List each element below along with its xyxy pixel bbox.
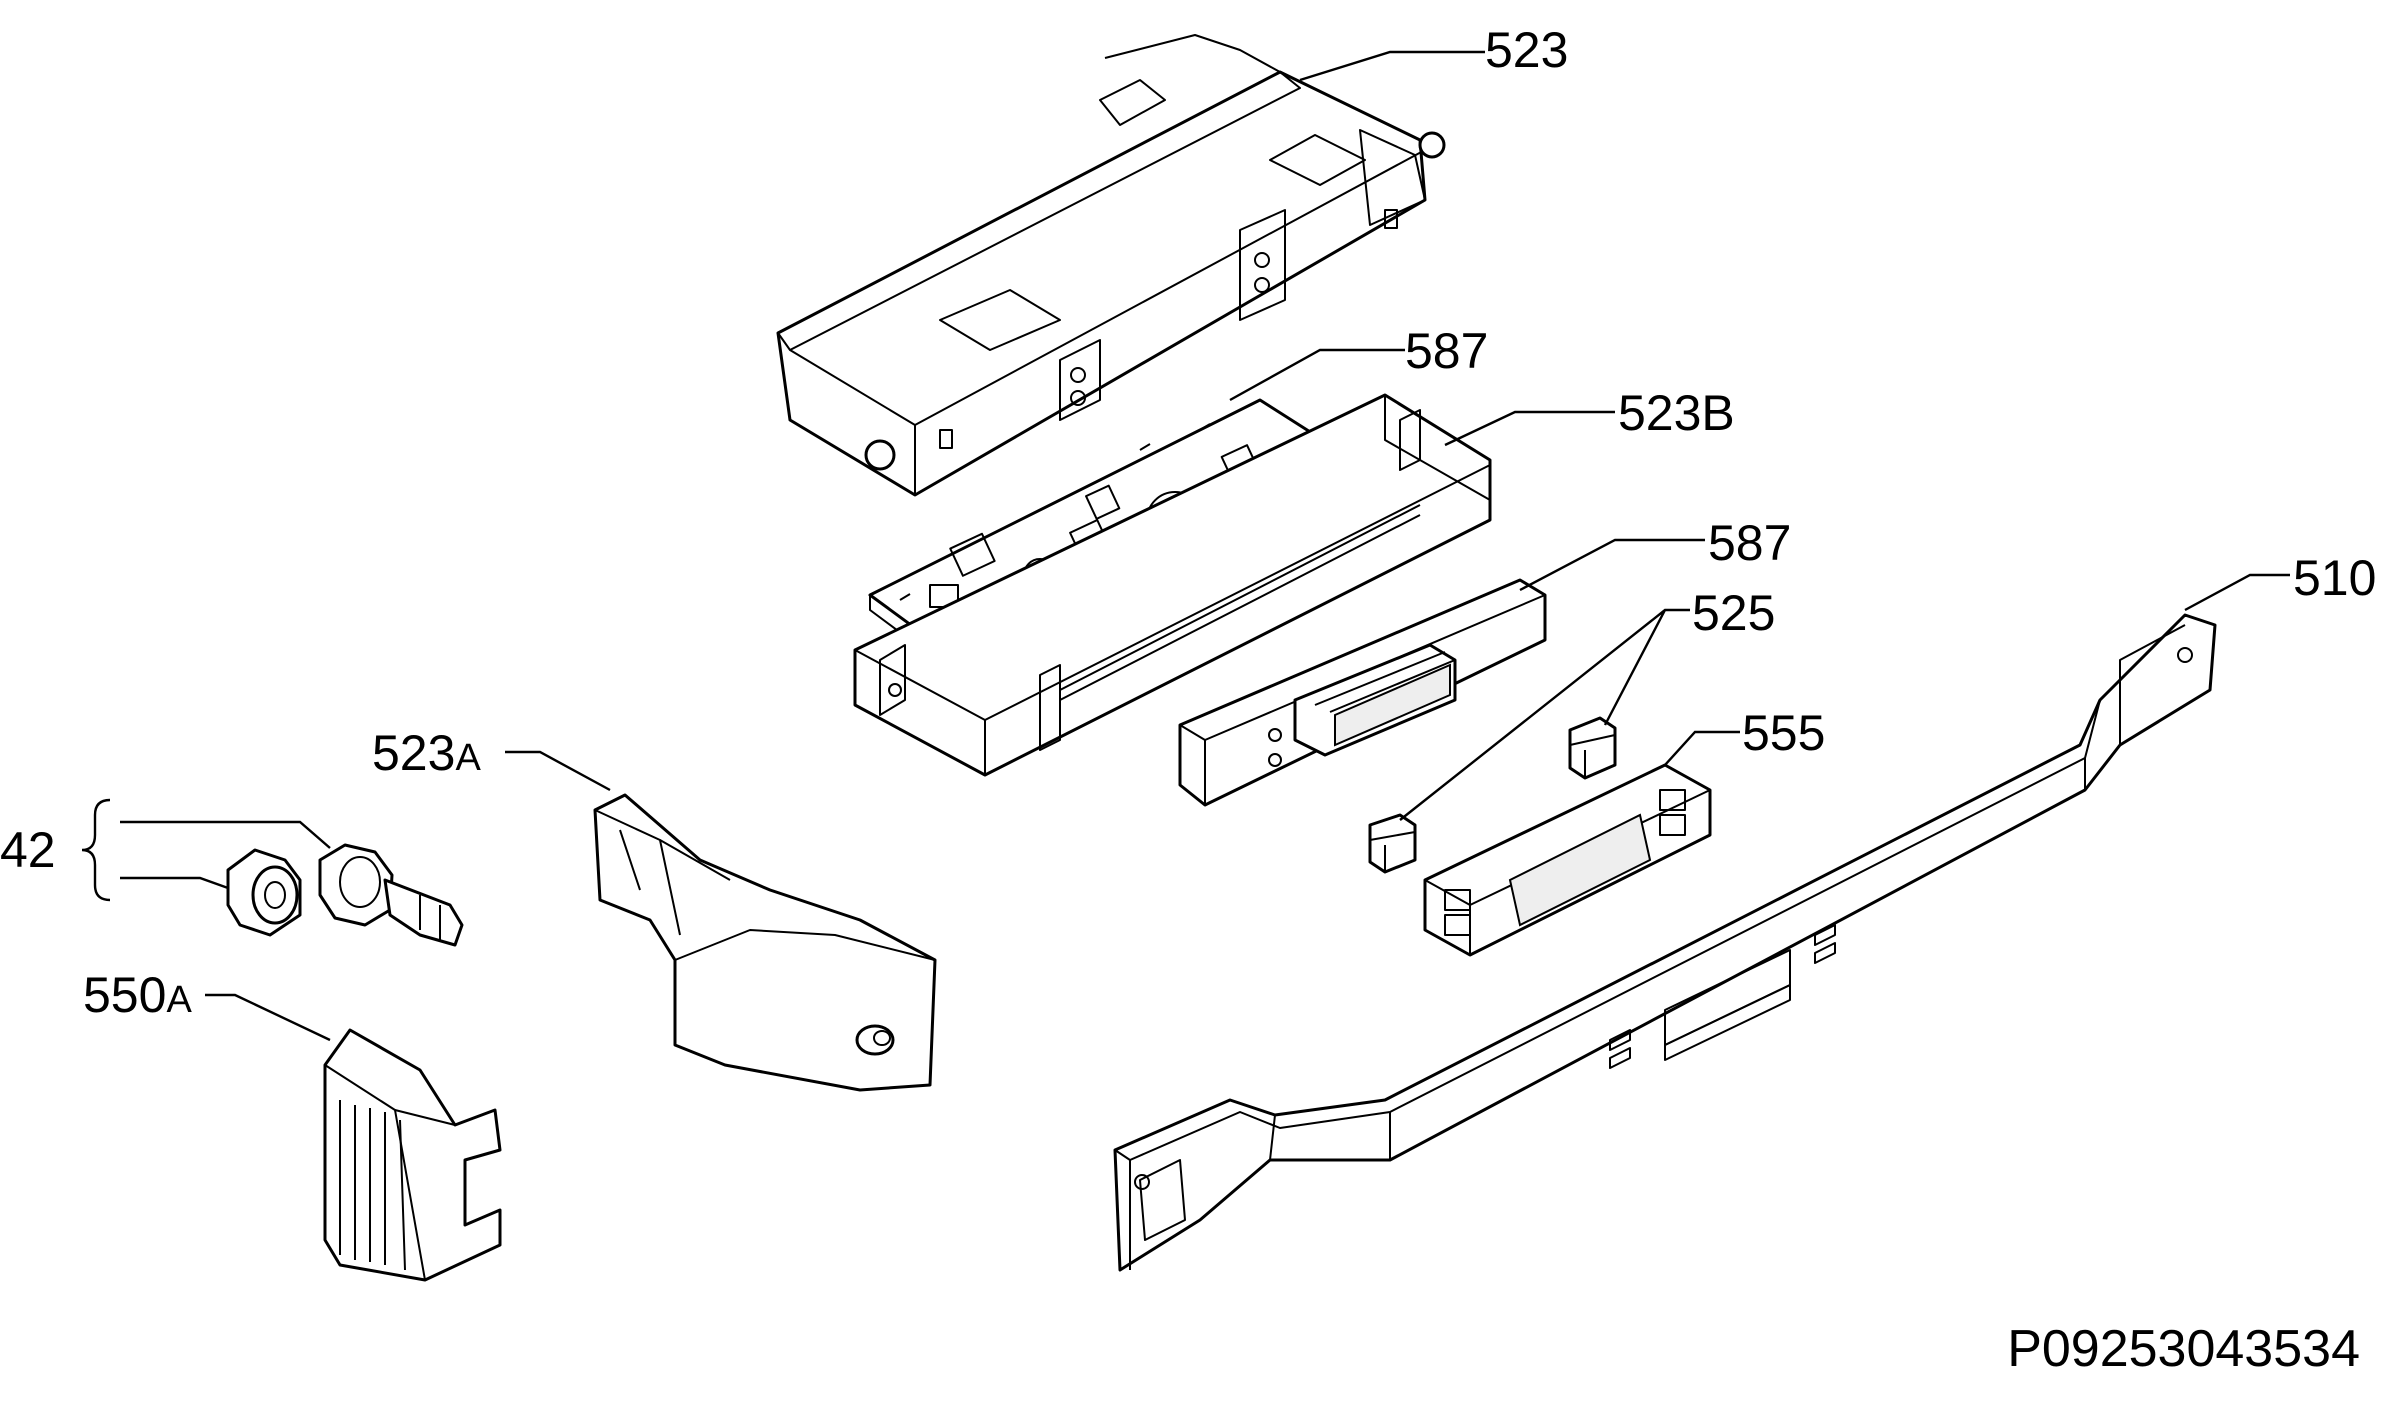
leader-523a xyxy=(505,750,611,792)
leader-42-upper xyxy=(120,820,331,849)
leader-523b xyxy=(1444,410,1615,447)
part-525-connector-left xyxy=(1368,813,1417,874)
label-525: 525 xyxy=(1692,585,1775,641)
label-523: 523 xyxy=(1485,22,1568,78)
part-42-knob-bushing xyxy=(226,848,302,937)
part-550a-cover xyxy=(323,1028,502,1282)
leader-42-lower xyxy=(120,876,229,890)
part-525-connector-right xyxy=(1568,716,1617,780)
part-523a-cap xyxy=(593,793,937,1092)
leader-555 xyxy=(1664,730,1740,766)
part-587-display-board xyxy=(1178,578,1547,807)
leader-523 xyxy=(1299,50,1485,82)
label-42: 42 xyxy=(0,822,56,878)
leader-550a xyxy=(205,993,331,1042)
leader-587-lower xyxy=(1519,538,1705,592)
brace-42 xyxy=(81,798,111,902)
label-587-lower: 587 xyxy=(1708,515,1791,571)
part-42-knob-shaft xyxy=(318,843,464,947)
part-555-display-holder xyxy=(1423,763,1712,957)
part-510-front-panel xyxy=(1113,613,2217,1272)
leader-lines xyxy=(81,50,2290,1042)
label-555: 555 xyxy=(1742,705,1825,761)
label-510: 510 xyxy=(2293,550,2376,606)
part-523b-base-tray xyxy=(853,393,1492,777)
label-523a: 523A xyxy=(372,725,481,781)
leader-587-upper xyxy=(1229,348,1405,402)
label-523b: 523B xyxy=(1618,385,1735,441)
part-523-housing xyxy=(776,34,1446,497)
leader-510 xyxy=(2184,573,2290,612)
label-550a: 550A xyxy=(83,967,192,1023)
label-587-upper: 587 xyxy=(1405,323,1488,379)
leader-525 xyxy=(1399,608,1690,821)
drawing-code: P09253043534 xyxy=(2007,1320,2360,1378)
